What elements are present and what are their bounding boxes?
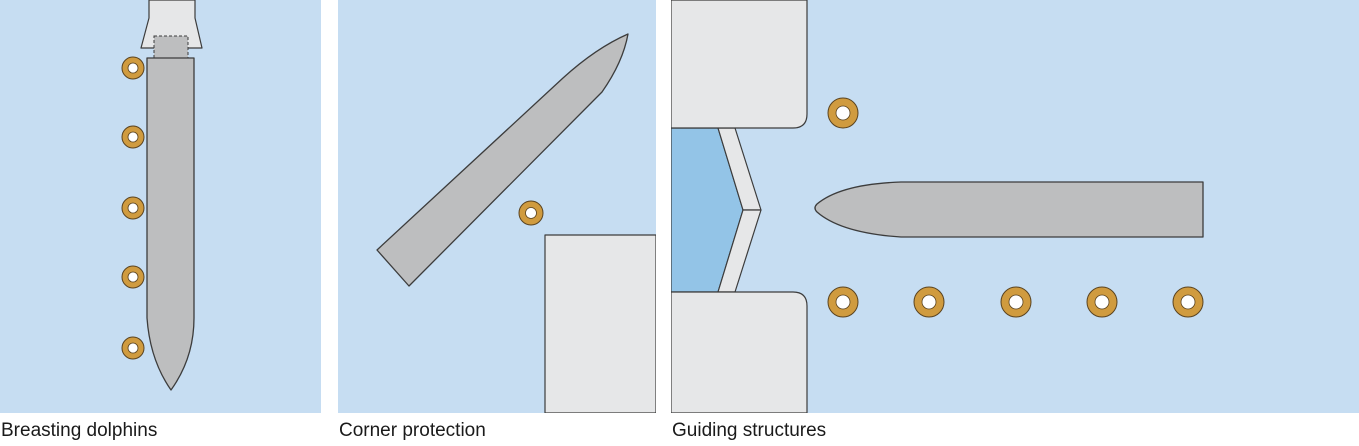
dolphin-icon <box>827 286 859 318</box>
gangway-connector <box>153 35 189 59</box>
caption-breasting-dolphins: Breasting dolphins <box>1 420 158 441</box>
vessel-icon <box>376 33 629 287</box>
corner-protection-diagram <box>338 0 656 413</box>
guiding-structures-diagram <box>671 0 1359 413</box>
breasting-dolphins-diagram <box>0 0 321 413</box>
dolphin-icon <box>1172 286 1204 318</box>
lower-lock-wall <box>671 291 808 413</box>
dolphin-icon <box>827 97 859 129</box>
upper-lock-wall <box>671 0 808 129</box>
dolphin-icon <box>121 265 145 289</box>
corner-structure <box>544 234 656 413</box>
caption-corner-protection: Corner protection <box>339 420 486 441</box>
panel-corner-protection <box>338 0 656 413</box>
dolphin-icon <box>1086 286 1118 318</box>
dolphin-icon <box>121 125 145 149</box>
dolphin-icon <box>518 200 544 226</box>
dolphin-icon <box>121 336 145 360</box>
caption-guiding-structures: Guiding structures <box>672 420 827 441</box>
dolphin-icon <box>121 196 145 220</box>
vessel-icon <box>814 181 1204 238</box>
panel-guiding-structures <box>671 0 1359 413</box>
panel-breasting-dolphins <box>0 0 321 413</box>
dolphin-icon <box>913 286 945 318</box>
vessel-icon <box>146 57 195 391</box>
dolphin-icon <box>121 56 145 80</box>
dolphin-icon <box>1000 286 1032 318</box>
